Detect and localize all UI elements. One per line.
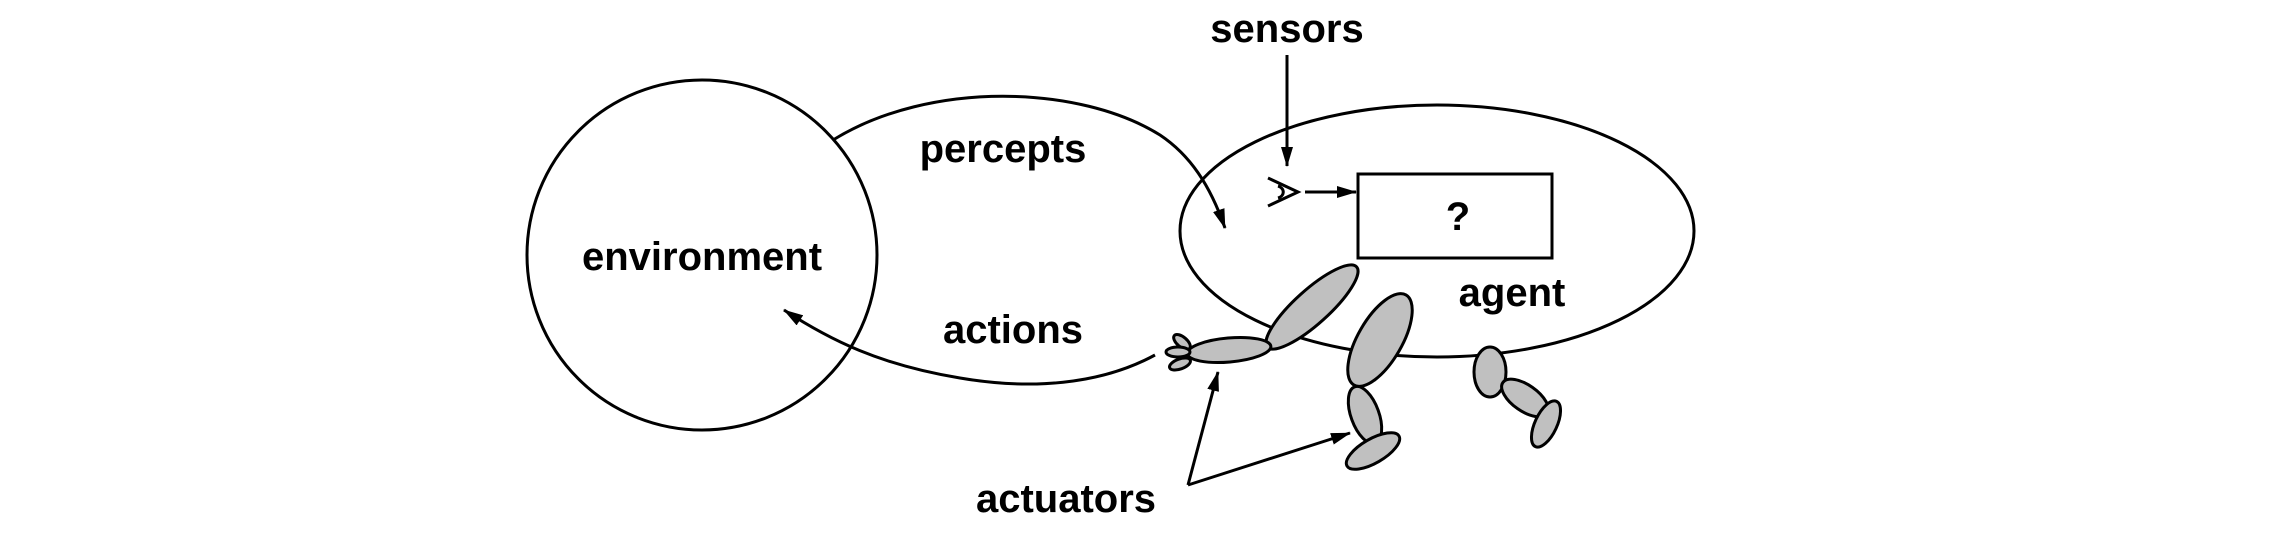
environment-label: environment xyxy=(582,235,822,279)
sensors-label: sensors xyxy=(1210,7,1363,51)
environment-circle xyxy=(525,78,879,432)
percepts-label: percepts xyxy=(920,127,1087,171)
actuators-arrow-leg xyxy=(1187,431,1351,487)
eye-icon xyxy=(1267,176,1302,208)
actuators-arrow-arm xyxy=(1186,371,1220,486)
agent-ellipse xyxy=(1178,103,1696,359)
agent-label: agent xyxy=(1459,271,1566,315)
back-leg xyxy=(1472,345,1563,449)
actions-arrow xyxy=(783,308,1156,386)
actions-label: actions xyxy=(943,308,1083,352)
actuators-label: actuators xyxy=(976,477,1156,521)
agent-program-label: ? xyxy=(1446,195,1470,239)
front-leg xyxy=(1344,292,1414,471)
agent-arm xyxy=(1164,263,1360,372)
agent-program-box xyxy=(1356,172,1554,260)
